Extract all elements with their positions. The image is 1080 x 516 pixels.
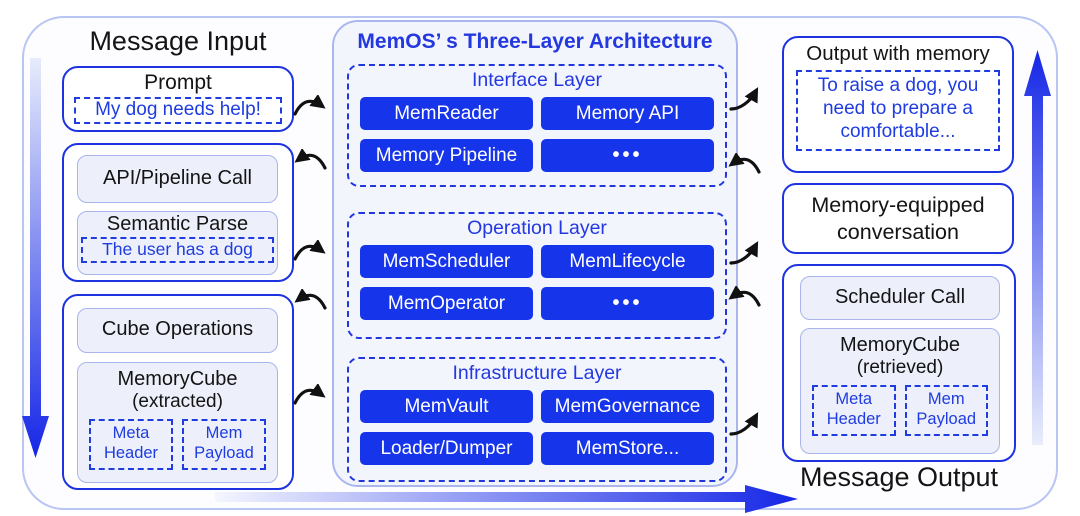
prompt-box: Prompt My dog needs help! bbox=[62, 66, 294, 132]
module-memreader: MemReader bbox=[360, 97, 533, 130]
infrastructure-layer-modules: MemVault MemGovernance Loader/Dumper Mem… bbox=[349, 385, 725, 465]
flow-arrow-left-icon bbox=[294, 149, 327, 170]
scheduler-box: Scheduler Call MemoryCube (retrieved) Me… bbox=[782, 264, 1016, 462]
memory-cube-parts: Meta Header Mem Payload bbox=[89, 419, 266, 470]
prompt-example: My dog needs help! bbox=[74, 97, 282, 124]
memos-panel-title: MemOS’ s Three-Layer Architecture bbox=[357, 30, 713, 53]
infrastructure-layer-title: Infrastructure Layer bbox=[452, 362, 622, 384]
interface-layer-modules: MemReader Memory API Memory Pipeline ••• bbox=[349, 92, 725, 172]
semantic-parse-label: Semantic Parse bbox=[106, 213, 249, 235]
flow-arrow-left-icon bbox=[728, 286, 761, 307]
message-output-title: Message Output bbox=[799, 462, 999, 492]
flow-arrow-up-right-icon bbox=[729, 241, 759, 265]
module-memoperator: MemOperator bbox=[360, 287, 533, 320]
module-memgovernance: MemGovernance bbox=[541, 390, 714, 423]
memory-equipped-conversation-label: Memory-equipped conversation bbox=[811, 193, 985, 244]
memory-cube-note: (extracted) bbox=[132, 391, 223, 412]
semantic-parse-example: The user has a dog bbox=[81, 237, 274, 263]
operation-layer-title: Operation Layer bbox=[467, 217, 607, 239]
scheduler-call-box: Scheduler Call bbox=[800, 276, 1000, 320]
output-example: To raise a dog, you need to prepare a co… bbox=[796, 70, 1000, 151]
mem-payload-box: Mem Payload bbox=[904, 385, 988, 436]
interface-layer-title: Interface Layer bbox=[471, 69, 603, 91]
module-memory-api: Memory API bbox=[541, 97, 714, 130]
operation-layer-modules: MemScheduler MemLifecycle MemOperator ••… bbox=[349, 240, 725, 320]
interface-layer-box: Interface Layer MemReader Memory API Mem… bbox=[347, 64, 727, 187]
semantic-parse-box: Semantic Parse The user has a dog bbox=[77, 211, 278, 275]
meta-header-box: Meta Header bbox=[812, 385, 896, 436]
flow-arrow-right-icon bbox=[293, 240, 326, 261]
module-ellipsis: ••• bbox=[541, 139, 714, 172]
memos-panel: MemOS’ s Three-Layer Architecture Interf… bbox=[332, 20, 738, 487]
output-with-memory-box: Output with memory To raise a dog, you n… bbox=[782, 36, 1014, 173]
memory-equipped-conversation-box: Memory-equipped conversation bbox=[782, 183, 1014, 254]
api-pipeline-call-box: API/Pipeline Call bbox=[77, 155, 278, 203]
module-memstore: MemStore... bbox=[541, 432, 714, 465]
memory-cube-note: (retrieved) bbox=[856, 357, 944, 378]
cube-operations-box: Cube Operations MemoryCube (extracted) M… bbox=[62, 294, 294, 490]
mem-payload-box: Mem Payload bbox=[182, 419, 266, 470]
memory-cube-extracted-box: MemoryCube (extracted) Meta Header Mem P… bbox=[77, 362, 278, 483]
memory-cube-label: MemoryCube bbox=[839, 334, 961, 356]
memory-cube-parts: Meta Header Mem Payload bbox=[812, 385, 988, 436]
pipeline-box: API/Pipeline Call Semantic Parse The use… bbox=[62, 143, 294, 282]
module-memscheduler: MemScheduler bbox=[360, 245, 533, 278]
output-with-memory-label: Output with memory bbox=[806, 42, 990, 65]
meta-header-box: Meta Header bbox=[89, 419, 173, 470]
flow-arrow-left-icon bbox=[728, 153, 761, 174]
module-memory-pipeline: Memory Pipeline bbox=[360, 139, 533, 172]
module-ellipsis: ••• bbox=[541, 287, 714, 320]
module-memlifecycle: MemLifecycle bbox=[541, 245, 714, 278]
module-loader-dumper: Loader/Dumper bbox=[360, 432, 533, 465]
memory-cube-label: MemoryCube bbox=[117, 368, 238, 390]
cube-operations-label-box: Cube Operations bbox=[77, 308, 278, 353]
flow-arrow-right-icon bbox=[293, 95, 326, 116]
flow-arrow-up-right-icon bbox=[729, 412, 759, 436]
message-input-title: Message Input bbox=[89, 26, 267, 56]
infrastructure-layer-box: Infrastructure Layer MemVault MemGoverna… bbox=[347, 357, 727, 482]
flow-arrow-up-right-icon bbox=[729, 87, 759, 111]
flow-arrow-left-icon bbox=[294, 289, 327, 310]
memory-cube-retrieved-box: MemoryCube (retrieved) Meta Header Mem P… bbox=[800, 328, 1000, 454]
flow-arrow-right-icon bbox=[293, 384, 326, 405]
operation-layer-box: Operation Layer MemScheduler MemLifecycl… bbox=[347, 212, 727, 339]
prompt-label: Prompt bbox=[144, 71, 212, 94]
module-memvault: MemVault bbox=[360, 390, 533, 423]
